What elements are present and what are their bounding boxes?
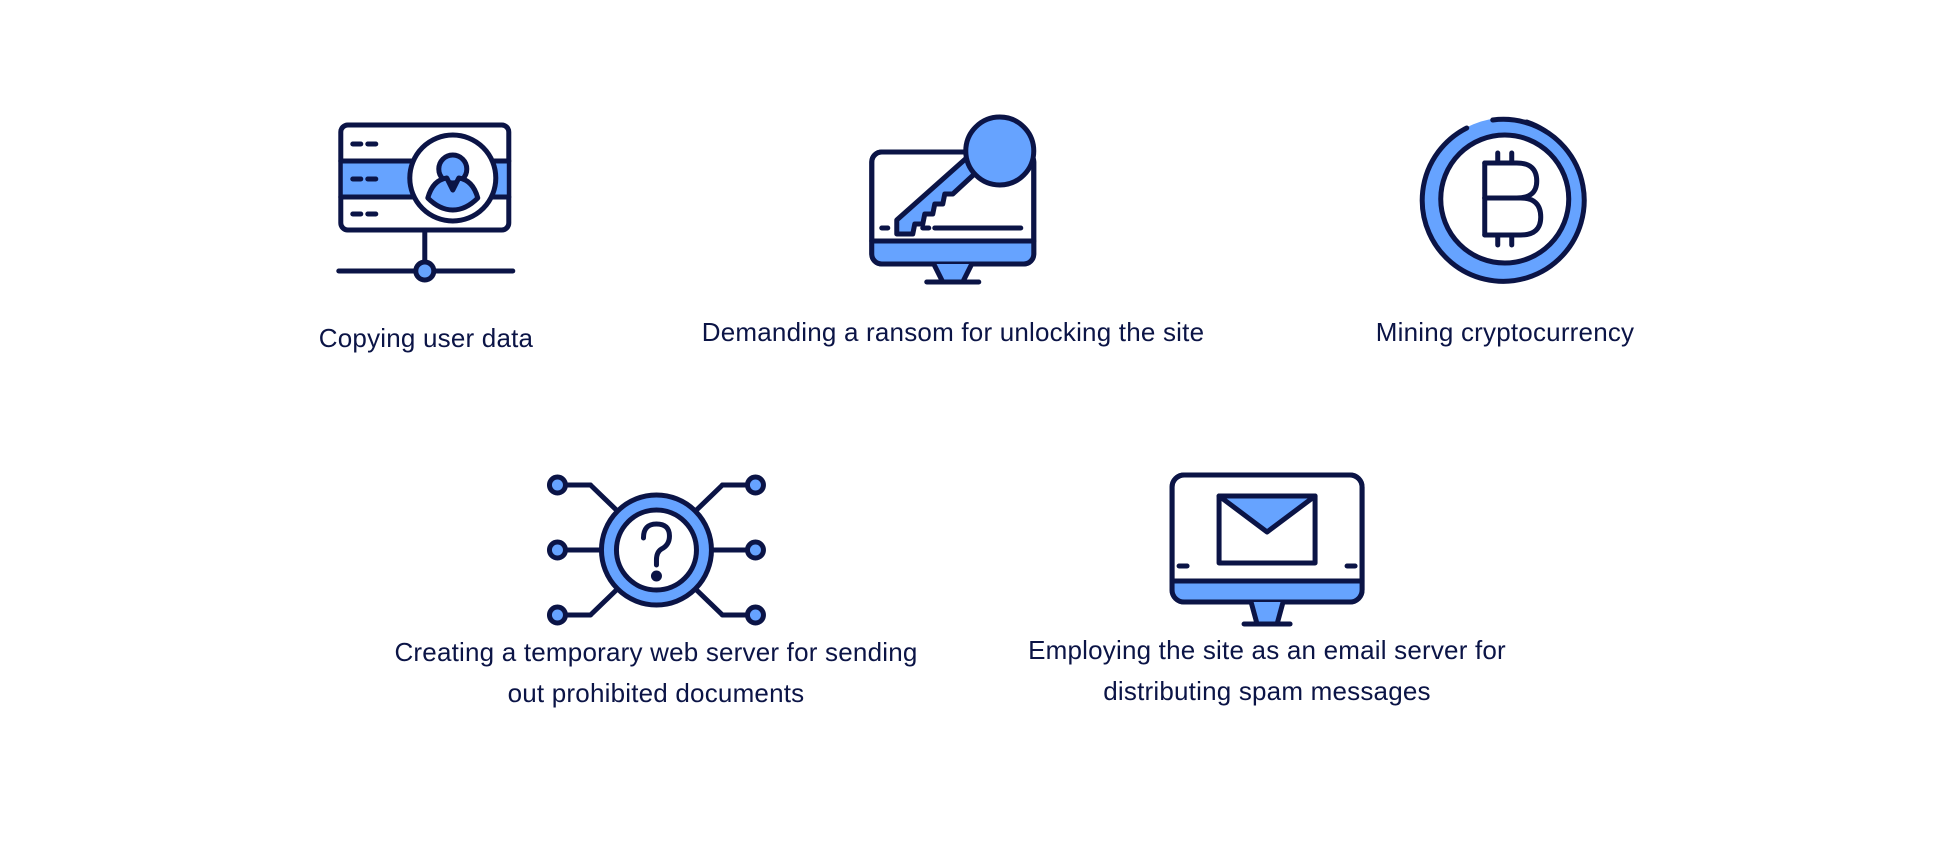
feature-label: Copying user data bbox=[318, 323, 534, 353]
feature-label: Employing the site as an email server fo… bbox=[1028, 630, 1506, 712]
email-monitor-icon bbox=[1167, 470, 1367, 630]
label-line: out prohibited documents bbox=[507, 678, 805, 708]
feature-ransom: Demanding a ransom for unlocking the sit… bbox=[702, 114, 1204, 353]
key-monitor-icon bbox=[863, 114, 1043, 294]
question-network-icon bbox=[543, 468, 769, 628]
label-line: Employing the site as an email server fo… bbox=[1028, 635, 1506, 665]
feature-mining-cryptocurrency: Mining cryptocurrency bbox=[1376, 114, 1635, 353]
label-line: distributing spam messages bbox=[1103, 676, 1431, 706]
feature-label: Creating a temporary web server for send… bbox=[394, 632, 917, 714]
bitcoin-icon bbox=[1415, 114, 1595, 294]
feature-label: Demanding a ransom for unlocking the sit… bbox=[701, 317, 1205, 347]
feature-email-server: Employing the site as an email server fo… bbox=[1028, 470, 1506, 712]
user-database-icon bbox=[336, 120, 516, 290]
feature-temporary-web-server: Creating a temporary web server for send… bbox=[394, 468, 917, 714]
feature-label: Mining cryptocurrency bbox=[1375, 317, 1635, 347]
feature-copying-user-data: Copying user data bbox=[319, 120, 533, 359]
label-line: Creating a temporary web server for send… bbox=[394, 637, 918, 667]
